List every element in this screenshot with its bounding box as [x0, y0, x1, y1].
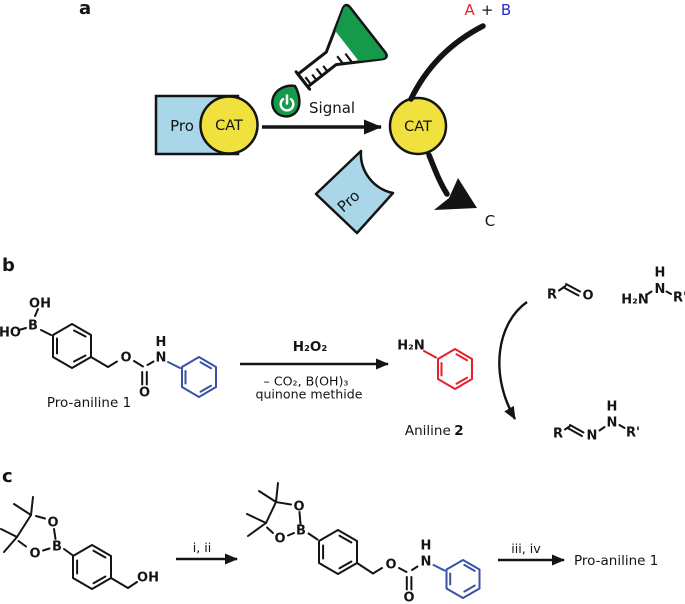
- atom-label-h-c2: H: [421, 539, 432, 554]
- atom-label-n: N: [156, 351, 167, 366]
- signal-label: Signal: [309, 99, 355, 117]
- atom-label-rprime-hydrazone: R': [626, 426, 640, 441]
- atom-label-b-c1: B: [52, 540, 62, 555]
- atom-label-o-aldehyde: O: [582, 289, 593, 304]
- product-caption-number: 2: [454, 423, 463, 439]
- product-arrowhead: [434, 178, 477, 210]
- atom-label-o1-c1: O: [47, 516, 58, 531]
- boronate-carbamate-blue-part: [432, 559, 481, 599]
- flask-icon: [294, 3, 388, 91]
- cat-caged-label: CAT: [215, 118, 243, 134]
- power-icon: [279, 94, 295, 112]
- substrates-label: A + B: [464, 1, 511, 19]
- flask-liquid: [335, 6, 386, 61]
- reactant-caption: Pro-aniline 1: [47, 395, 131, 411]
- aldehyde-structure: [558, 283, 581, 297]
- substrate-b: B: [501, 1, 511, 19]
- atom-label-o-carbonyl: O: [139, 386, 150, 401]
- pro-caged-label: Pro: [170, 117, 194, 135]
- atom-label-h2n: H₂N: [397, 339, 424, 354]
- atom-label-o2-c1: O: [29, 547, 40, 562]
- pro-aniline-blue-part: [167, 356, 217, 398]
- atom-label-o-ester-c2: O: [385, 558, 396, 573]
- product-caption: Aniline 2: [405, 423, 464, 439]
- cat-active-label: CAT: [404, 119, 432, 135]
- atom-label-n1-hydrazone: N: [587, 429, 598, 444]
- atom-label-oh-c1: OH: [137, 571, 159, 586]
- panel-c: c O O B OH i, ii: [0, 466, 658, 604]
- atom-label-o-carbonyl-c2: O: [403, 591, 414, 604]
- product-caption-text: Aniline: [405, 423, 455, 439]
- substrate-a: A: [464, 1, 475, 19]
- step2-label: iii, iv: [511, 541, 541, 556]
- atom-label-b-c2: B: [296, 524, 306, 539]
- panel-a-label: a: [79, 0, 91, 19]
- signal-drop-icon: [271, 84, 301, 118]
- atom-label-n-c2: N: [421, 555, 432, 570]
- byproducts-label: – CO₂, B(OH)₃: [264, 374, 349, 389]
- atom-label-h-hydrazone: H: [607, 400, 618, 415]
- hydrazine-structure: [646, 290, 672, 296]
- pro-released-shape: [314, 149, 395, 235]
- hydrazone-structure: [564, 424, 626, 437]
- atom-label-r: R: [547, 288, 557, 303]
- product-arrow: [426, 152, 450, 197]
- atom-label-n-hydrazine: N: [655, 282, 666, 297]
- boronate-carbamate-structure: [246, 482, 419, 591]
- panel-a: a Pro CAT Signal: [79, 0, 511, 235]
- atom-label-h-hydrazine: H: [655, 266, 666, 281]
- atom-label-oh: OH: [29, 297, 51, 312]
- atom-label-h: H: [156, 335, 167, 350]
- step1-label: i, ii: [193, 540, 212, 555]
- substrates-arrow: [408, 23, 486, 102]
- atom-label-o2-c2: O: [274, 532, 285, 547]
- atom-label-ho: HO: [0, 326, 21, 341]
- atom-label-o-ester: O: [120, 351, 131, 366]
- atom-label-rprime-hydrazine: R': [673, 291, 685, 306]
- plus-sign: +: [481, 1, 494, 19]
- cat-circle-caged: [199, 95, 259, 155]
- reagent-label: H₂O₂: [293, 339, 328, 355]
- atom-label-r-hydrazone: R: [553, 427, 563, 442]
- condensation-arrow: [498, 301, 528, 420]
- final-product-label: Pro-aniline 1: [574, 553, 658, 569]
- pro-aniline-structure: [18, 308, 155, 386]
- boronate-alcohol-structure: [0, 496, 138, 590]
- panel-b: b OH B HO O O H: [0, 255, 685, 444]
- panel-b-label: b: [2, 255, 15, 276]
- product-c-label: C: [485, 212, 495, 230]
- atom-label-o1-c2: O: [293, 500, 304, 515]
- byproducts-label-2: quinone methide: [255, 387, 362, 402]
- panel-c-label: c: [2, 466, 13, 487]
- atom-label-h2n-hydrazine: H₂N: [621, 293, 648, 308]
- atom-label-n2-hydrazone: N: [607, 416, 618, 431]
- atom-label-b: B: [28, 319, 38, 334]
- cat-circle-active: [388, 96, 448, 156]
- aniline-structure: [423, 348, 473, 390]
